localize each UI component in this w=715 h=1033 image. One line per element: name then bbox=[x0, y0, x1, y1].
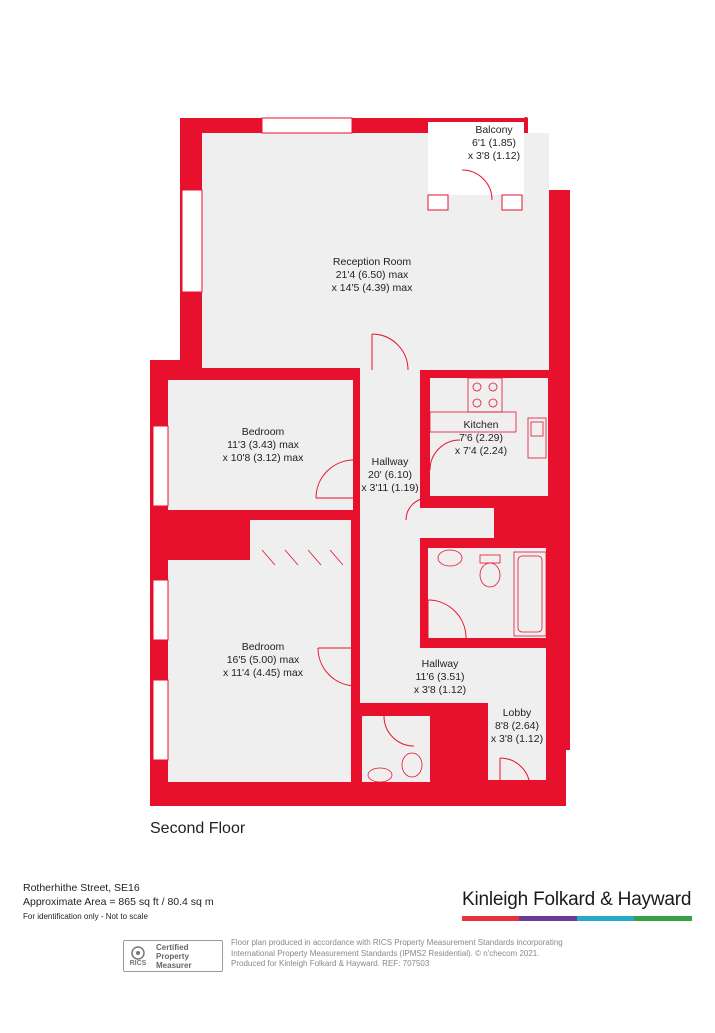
balcony-dim1: 6'1 (1.85) bbox=[472, 137, 516, 149]
basin bbox=[437, 549, 463, 567]
reception-dim2: x 14'5 (4.39) max bbox=[332, 282, 414, 294]
bedroom1-dim1: 11'3 (3.43) max bbox=[227, 439, 300, 451]
address-area: Approximate Area = 865 sq ft / 80.4 sq m bbox=[23, 896, 214, 908]
lobby-dim2: x 3'8 (1.12) bbox=[491, 733, 543, 745]
bedroom1-name: Bedroom bbox=[242, 426, 285, 438]
fixtures bbox=[261, 377, 547, 783]
hallway1-dim2: x 3'11 (1.19) bbox=[361, 482, 418, 494]
brand-bar-teal bbox=[577, 916, 634, 921]
reception-notch bbox=[406, 190, 549, 370]
bedroom1-dim2: x 10'8 (3.12) max bbox=[223, 452, 305, 464]
address-street: Rotherhithe Street, SE16 bbox=[23, 882, 140, 894]
disclaimer-line1: Floor plan produced in accordance with R… bbox=[231, 938, 563, 947]
address-note: For identification only - Not to scale bbox=[23, 912, 148, 921]
disclaimer-line2: International Property Measurement Stand… bbox=[231, 948, 540, 958]
rics-logo: RICS bbox=[124, 942, 152, 970]
corner-dot bbox=[524, 117, 528, 121]
brand-name: Kinleigh Folkard & Hayward bbox=[462, 889, 692, 910]
hallway2-dim1: 11'6 (3.51) bbox=[415, 671, 464, 683]
shower bbox=[433, 719, 477, 763]
hallway2-name: Hallway bbox=[422, 658, 460, 670]
doors bbox=[315, 169, 531, 790]
bedroom2-name: Bedroom bbox=[242, 641, 285, 653]
wc-basin bbox=[367, 767, 393, 783]
lobby-dim1: 8'8 (2.64) bbox=[495, 720, 539, 732]
bedroom2-dim2: x 11'4 (4.45) max bbox=[223, 667, 304, 679]
reception-name: Reception Room bbox=[333, 256, 411, 268]
balcony-dim2: x 3'8 (1.12) bbox=[468, 150, 520, 162]
disclaimer: Floor plan produced in accordance with R… bbox=[231, 938, 611, 970]
rics-cert-text: Certified Property Measurer bbox=[156, 943, 192, 970]
lobby-floor bbox=[488, 703, 546, 780]
lobby-name: Lobby bbox=[503, 707, 532, 719]
kitchen-counter bbox=[429, 411, 517, 433]
reception-dim1: 21'4 (6.50) max bbox=[336, 269, 409, 281]
bedroom1-floor bbox=[168, 380, 353, 510]
wc-toilet bbox=[401, 752, 423, 778]
floors bbox=[168, 122, 549, 782]
bedroom2-floor bbox=[168, 560, 351, 782]
bathroom-floor bbox=[428, 548, 546, 638]
hallway1-name: Hallway bbox=[372, 456, 410, 468]
rics-emblem-icon bbox=[131, 945, 145, 960]
brand-bar-purple bbox=[519, 916, 577, 921]
store-floor bbox=[410, 508, 494, 538]
kitchen-dim1: 7'6 (2.29) bbox=[459, 432, 503, 444]
bedroom2-dim1: 16'5 (5.00) max bbox=[227, 654, 300, 666]
rics-badge: RICS Certified Property Measurer bbox=[123, 940, 223, 972]
rics-cert-line3: Measurer bbox=[156, 960, 192, 970]
hallway2-dim2: x 3'8 (1.12) bbox=[414, 684, 466, 696]
balcony-floor bbox=[428, 122, 524, 195]
wc-floor bbox=[362, 716, 430, 782]
kitchen-dim2: x 7'4 (2.24) bbox=[455, 445, 507, 457]
balcony-name: Balcony bbox=[475, 124, 513, 136]
rics-cert-line1: Certified bbox=[156, 942, 189, 952]
kitchen-sink bbox=[527, 417, 547, 459]
windows bbox=[152, 117, 523, 761]
rics-cert-line2: Property bbox=[156, 951, 189, 961]
bath bbox=[513, 551, 547, 637]
room-labels: Balcony 6'1 (1.85) x 3'8 (1.12) Receptio… bbox=[223, 124, 544, 745]
brand-bar-red bbox=[462, 916, 519, 921]
kitchen-name: Kitchen bbox=[463, 419, 498, 431]
hallway1-dim1: 20' (6.10) bbox=[368, 469, 412, 481]
disclaimer-line3: Produced for Kinleigh Folkard & Hayward.… bbox=[231, 959, 430, 968]
rics-logo-text: RICS bbox=[129, 959, 147, 967]
floor-title: Second Floor bbox=[150, 820, 246, 837]
hallway2-floor bbox=[360, 648, 546, 703]
wardrobe bbox=[261, 549, 344, 566]
brand-bar-green bbox=[634, 916, 692, 921]
cupboard-floor bbox=[250, 520, 351, 560]
